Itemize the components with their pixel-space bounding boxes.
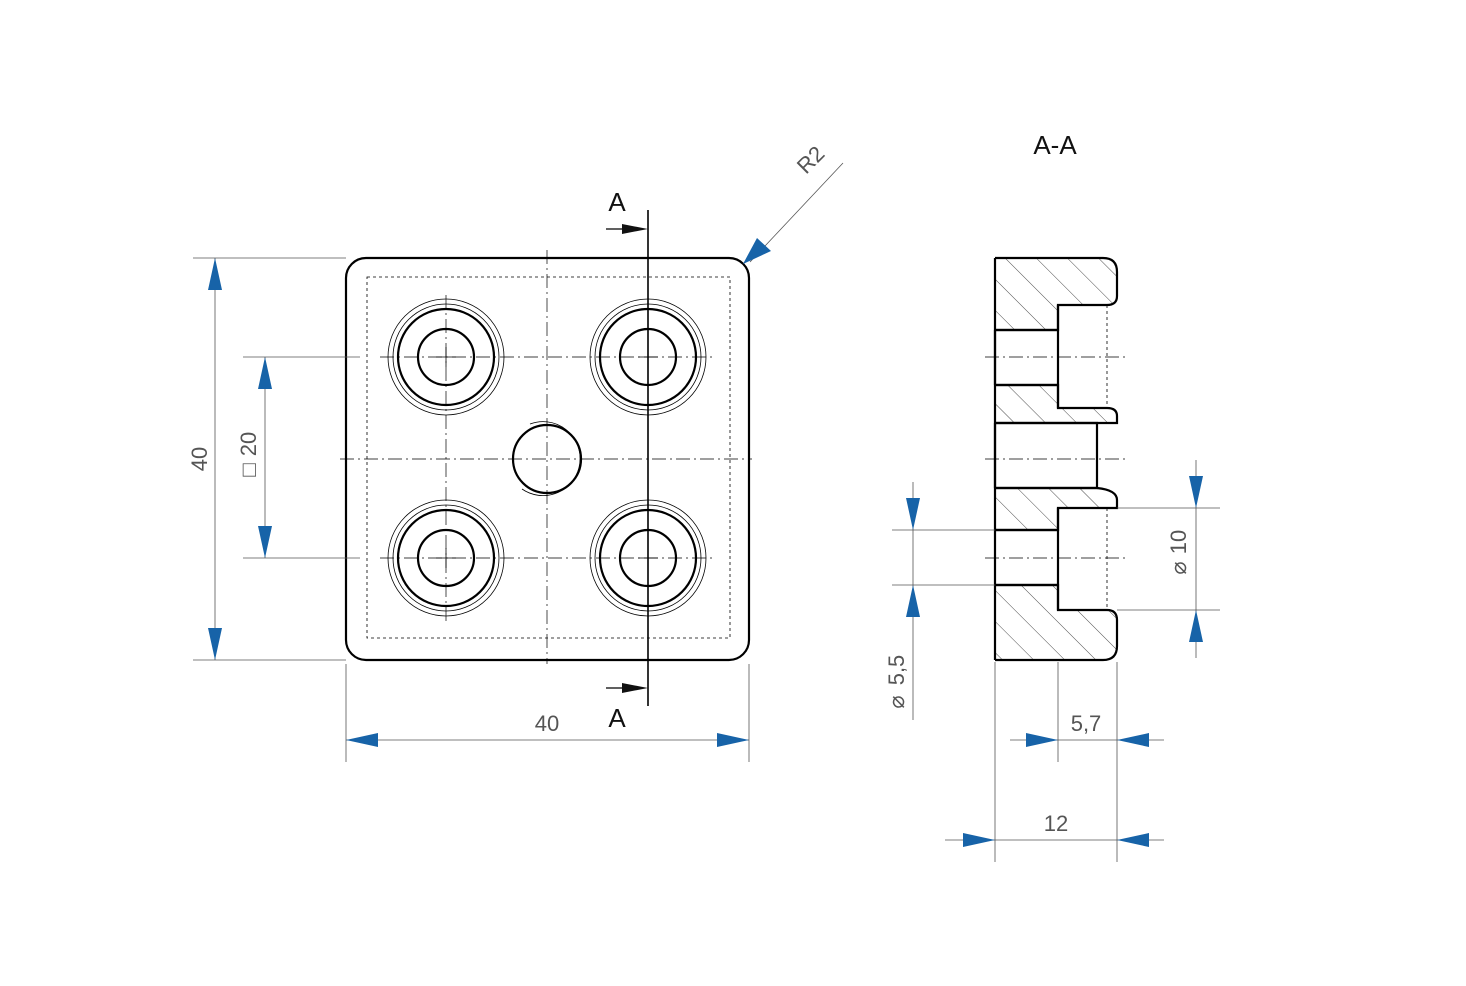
counterbore-dimension-text: 5,7	[1071, 711, 1102, 736]
radius-leader	[749, 162, 844, 263]
pitch-dimension-text: 20	[236, 432, 261, 456]
section-title: A-A	[1033, 130, 1077, 160]
front-view: A A R2 40 □ 20 40	[187, 141, 844, 762]
thickness-dimension-text: 12	[1044, 811, 1068, 836]
section-outline-top	[995, 256, 1119, 332]
hole-dimension-text: 5,5	[884, 655, 909, 686]
section-label-top: A	[608, 187, 626, 217]
section-arrow-bottom	[622, 683, 648, 693]
hole-bottom-left	[387, 499, 505, 617]
width-dimension-text: 40	[535, 711, 559, 736]
center-hole-thread-arc	[521, 421, 581, 496]
radius-dimension-text: R2	[792, 141, 830, 179]
section-arrow-top	[622, 224, 648, 234]
center-hole	[511, 423, 583, 495]
chamfer-hidden-edge	[366, 276, 731, 639]
hole-top-left	[387, 298, 505, 416]
bore-dimension-text: 10	[1166, 530, 1191, 554]
radius-arrow	[743, 238, 771, 264]
section-view: A-A ⌀ 10	[884, 130, 1220, 862]
section-label-bottom: A	[608, 703, 626, 733]
height-dimension-text: 40	[187, 447, 212, 471]
section-outline-bottom	[995, 583, 1119, 662]
square-symbol: □	[236, 463, 261, 476]
center-hole-section	[995, 421, 1099, 490]
diameter-symbol-bore: ⌀	[1166, 561, 1191, 574]
diameter-symbol-hole: ⌀	[884, 695, 909, 708]
